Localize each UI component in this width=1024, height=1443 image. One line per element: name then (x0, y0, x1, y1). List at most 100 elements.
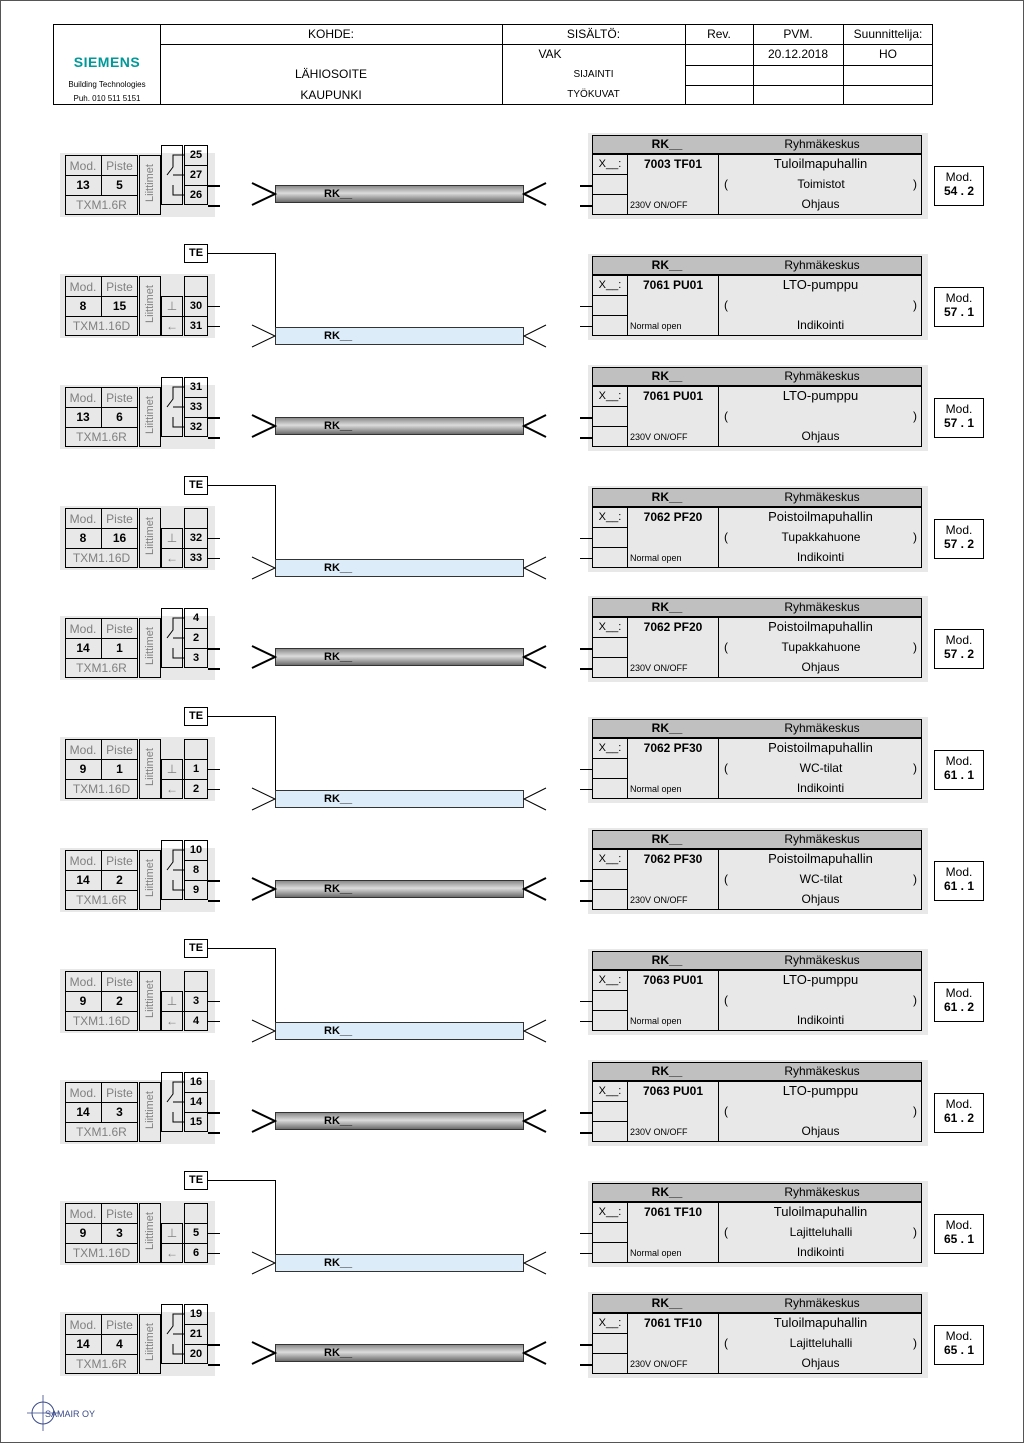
liittimet-label: Liittimet (144, 748, 156, 786)
mod-number: 9 (79, 762, 87, 776)
device-description: LTO-pumppu (782, 1083, 859, 1098)
terminal-number: 10 (189, 844, 203, 856)
mod-ref-label: Mod. (945, 1097, 973, 1111)
mod-ref-value: 65 . 1 (943, 1232, 975, 1246)
paren-close: ) (913, 993, 917, 1007)
mod-reference: Mod. 54 . 2 (934, 166, 984, 206)
ground-icon: ⊥ (166, 1226, 178, 1240)
device-location: WC-tilat (799, 761, 843, 775)
rk-label: RK__ (651, 953, 683, 967)
rk-body (592, 1202, 922, 1263)
rk-header (592, 830, 922, 849)
mod-header: Mod. (69, 512, 97, 526)
terminal-number: 4 (192, 1015, 200, 1027)
mod-ref-label: Mod. (945, 170, 973, 184)
x-label: X__: (598, 853, 622, 865)
mod-ref-label: Mod. (945, 402, 973, 416)
rk-header (592, 951, 922, 970)
device-function: Ohjaus (801, 892, 840, 906)
signal-type: 230V ON/OFF (630, 895, 688, 905)
piste-number: 16 (112, 531, 127, 545)
arrow-icon: ← (166, 319, 178, 333)
paren-open: ( (724, 1104, 728, 1118)
terminal-number: 4 (192, 612, 200, 624)
device-function: Indikointi (796, 781, 845, 795)
piste-header: Piste (106, 1086, 133, 1100)
signal-type: 230V ON/OFF (630, 1359, 688, 1369)
terminal-number: 16 (189, 1076, 203, 1088)
te-box: TE (184, 1171, 208, 1190)
mod-number: 13 (76, 410, 90, 424)
ground-icon: ⊥ (166, 994, 178, 1008)
terminal-number: 2 (192, 783, 200, 795)
liittimet-column (139, 1082, 161, 1142)
device-function: Ohjaus (801, 1356, 840, 1370)
mod-ref-label: Mod. (945, 986, 973, 1000)
mod-ref-value: 65 . 1 (943, 1343, 975, 1357)
rk-body (592, 275, 922, 336)
x-label: X__: (598, 1206, 622, 1218)
liittimet-label: Liittimet (144, 980, 156, 1018)
x-label: X__: (598, 974, 622, 986)
rk-label: RK__ (651, 1296, 683, 1310)
rk-label: RK__ (651, 1064, 683, 1078)
mod-ref-label: Mod. (945, 1329, 973, 1343)
terminal-number: 25 (189, 149, 203, 161)
device-function: Indikointi (796, 318, 845, 332)
ryhmakeskus-label: Ryhmäkeskus (784, 490, 860, 504)
device-location: Toimistot (797, 177, 845, 191)
rk-header (592, 256, 922, 275)
x-label: X__: (598, 1317, 622, 1329)
mod-header: Mod. (69, 1318, 97, 1332)
device-code: 7061 TF10 (643, 1316, 703, 1330)
module-type: TXM1.16D (72, 1014, 131, 1028)
x-label: X__: (598, 621, 622, 633)
mod-number: 8 (79, 299, 87, 313)
mod-header: Mod. (69, 975, 97, 989)
device-location: Tupakkahuone (781, 530, 861, 544)
mod-reference: Mod. 61 . 1 (934, 861, 984, 901)
piste-header: Piste (106, 622, 133, 636)
mod-number: 14 (76, 873, 90, 887)
te-box: TE (184, 244, 208, 263)
device-description: Poistoilmapuhallin (768, 740, 873, 755)
mod-ref-value: 61 . 1 (943, 768, 975, 782)
ground-icon: ⊥ (166, 531, 178, 545)
mod-number: 14 (76, 1337, 90, 1351)
device-function: Ohjaus (801, 429, 840, 443)
rev-label: Rev. (707, 27, 731, 41)
sisalto-vak: VAK (538, 47, 562, 61)
signal-type: Normal open (630, 553, 682, 563)
device-code: 7061 PU01 (642, 278, 704, 292)
mod-reference: Mod. 57 . 1 (934, 287, 984, 327)
mod-header: Mod. (69, 280, 97, 294)
rk-header (592, 598, 922, 617)
terminal-number: 2 (192, 632, 200, 644)
device-function: Ohjaus (801, 660, 840, 674)
mod-number: 9 (79, 994, 87, 1008)
signal-type: 230V ON/OFF (630, 1127, 688, 1137)
x-label: X__: (598, 742, 622, 754)
liittimet-label: Liittimet (144, 859, 156, 897)
brand-subtitle: Building Technologies (68, 80, 146, 89)
device-description: Poistoilmapuhallin (768, 851, 873, 866)
device-function: Ohjaus (801, 1124, 840, 1138)
te-box: TE (184, 476, 208, 495)
device-function: Ohjaus (801, 197, 840, 211)
terminal-number: 19 (189, 1308, 203, 1320)
piste-header: Piste (106, 280, 133, 294)
terminal-number: 32 (189, 421, 203, 433)
liittimet-column (139, 850, 161, 910)
mod-ref-value: 57 . 2 (943, 647, 975, 661)
rk-label: RK__ (651, 832, 683, 846)
sisalto-tyokuvat: TYÖKUVAT (567, 89, 620, 100)
liittimet-column (139, 1203, 161, 1263)
device-description: Poistoilmapuhallin (768, 619, 873, 634)
liittimet-label: Liittimet (144, 1091, 156, 1129)
module-type: TXM1.6R (76, 1125, 127, 1139)
paren-close: ) (913, 177, 917, 191)
piste-header: Piste (106, 512, 133, 526)
